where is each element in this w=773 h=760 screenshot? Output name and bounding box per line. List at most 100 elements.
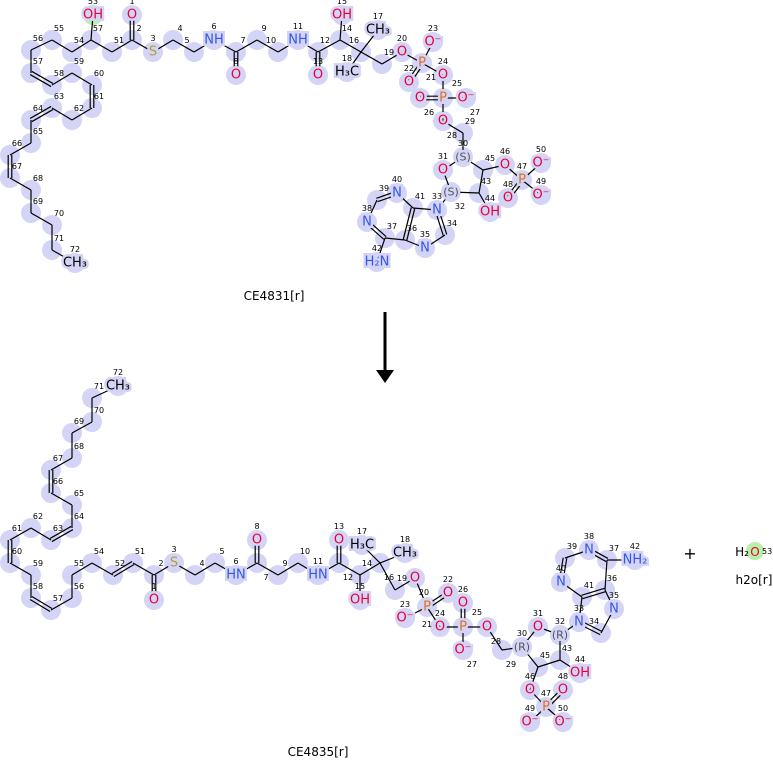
atom-number: 62 [33, 512, 43, 521]
atom-symbol: N [432, 203, 442, 218]
atom-number: 65 [33, 127, 43, 136]
atom-number: 63 [53, 524, 63, 533]
atom-number: 37 [387, 222, 397, 231]
bond [478, 169, 484, 194]
atom-number: 31 [438, 152, 448, 161]
double-bond-line [406, 208, 416, 241]
atom-symbol: O [503, 191, 513, 206]
atom-symbol: O [231, 68, 241, 83]
bond [214, 562, 237, 576]
bond [404, 606, 428, 619]
bond [521, 162, 542, 181]
atom-symbol: O [149, 593, 159, 608]
atom-symbol: O [443, 586, 453, 601]
atom-number: 50 [558, 704, 568, 713]
atom-number: 18 [400, 535, 410, 544]
atom-number: 60 [12, 547, 22, 556]
atom-number: 25 [472, 608, 482, 617]
bond [421, 41, 434, 64]
atom-symbol: OH [350, 593, 370, 608]
bond [297, 562, 319, 576]
atom-symbol: O [438, 114, 448, 129]
double-bond-line [579, 619, 603, 632]
atom-number: 13 [313, 57, 323, 66]
atom-number: 4 [177, 24, 182, 33]
atom-number: 17 [357, 527, 367, 536]
double-bond-line [544, 688, 563, 707]
bond [478, 192, 491, 213]
atom-symbol: CH₃ [106, 379, 130, 394]
atom-symbol: O⁻ [454, 643, 471, 658]
atom-number: 37 [609, 544, 619, 553]
atom-number: 56 [33, 34, 43, 43]
atom-number: 9 [282, 559, 287, 568]
atom-symbol: O [482, 620, 492, 635]
atom-halo [308, 65, 328, 85]
bond [537, 626, 561, 636]
atom-symbol: P [542, 700, 550, 715]
atom-number: 7 [240, 36, 245, 45]
atom-symbol: O [458, 596, 468, 611]
bond [194, 562, 216, 576]
atom-symbol: O⁻ [554, 715, 571, 730]
atom-number: 48 [503, 180, 513, 189]
atom-number: 26 [458, 585, 468, 594]
bond [600, 608, 615, 634]
bond [30, 527, 52, 541]
bond [424, 234, 446, 249]
bond [91, 562, 114, 576]
product-molecule: CH₃7271706968676665646362616059585756555… [0, 368, 650, 732]
atom-number: 42 [372, 244, 382, 253]
atom-number: 72 [113, 368, 123, 377]
product-name: CE4835[r] [288, 745, 349, 759]
water-h2: H₂ [735, 545, 749, 559]
atom-number: 43 [562, 644, 572, 653]
atom-number: 38 [362, 204, 372, 213]
bond [521, 646, 539, 668]
atom-number: 9 [261, 24, 266, 33]
atom-number: 14 [342, 24, 352, 33]
atom-halo [144, 590, 164, 610]
atom-number: 57 [93, 24, 103, 33]
atom-symbol: OH [332, 8, 352, 23]
bond [404, 239, 426, 249]
double-bond-line [427, 593, 450, 609]
atom-number: 64 [74, 512, 84, 521]
bond [545, 706, 564, 723]
bond [50, 492, 73, 506]
bond [559, 621, 580, 636]
atom-number: 56 [74, 582, 84, 591]
atom-symbol: O⁻ [457, 91, 474, 106]
atom-number: 24 [438, 57, 448, 66]
atom-symbol: O [558, 683, 568, 698]
atom-number: 24 [435, 609, 445, 618]
bond [564, 549, 590, 559]
bond [51, 39, 73, 53]
atom-symbol: H₃C [350, 538, 374, 553]
atom-symbol: CH₃ [393, 546, 417, 561]
bond [111, 39, 133, 53]
atom-symbol: O [397, 45, 407, 60]
atom-number: 3 [150, 34, 155, 43]
atom-number: 49 [525, 704, 535, 713]
atom-number: 51 [135, 547, 145, 556]
bond [131, 39, 154, 53]
atom-number: 68 [74, 442, 84, 451]
bond [529, 666, 539, 691]
atom-symbol: (S) [455, 151, 471, 164]
bond [317, 39, 341, 53]
atom-symbol: N [362, 215, 372, 230]
bond [297, 39, 319, 53]
atom-number: 60 [94, 69, 104, 78]
atom-number: 61 [12, 524, 22, 533]
atom-number: 71 [54, 234, 64, 243]
double-bond-line [562, 558, 568, 583]
atom-symbol: O [500, 158, 510, 173]
atom-number: 1 [151, 582, 156, 591]
atom-symbol: P [518, 173, 526, 188]
atom-number: 2 [158, 559, 163, 568]
bond [71, 421, 93, 434]
atom-number: 55 [54, 24, 64, 33]
atom-number: 58 [54, 69, 64, 78]
